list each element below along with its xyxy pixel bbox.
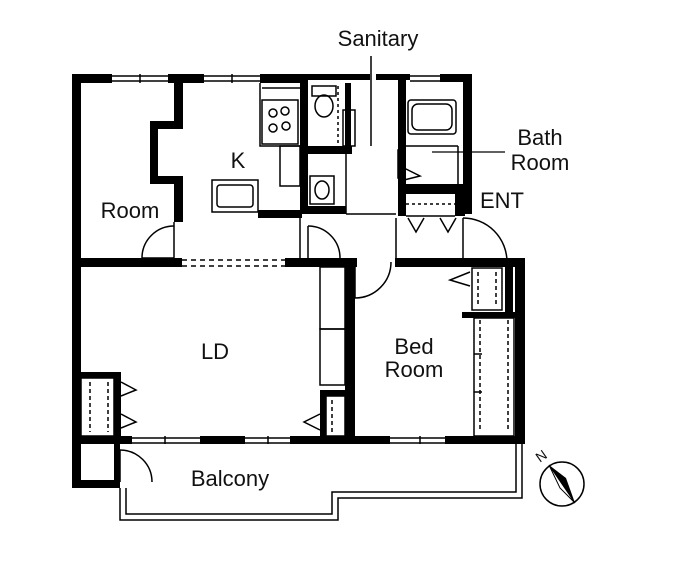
label-bath-line1: Bath — [517, 125, 562, 150]
label-bed-line1: Bed — [394, 334, 433, 359]
label-bed-line2: Room — [385, 357, 444, 382]
label-kitchen: K — [231, 148, 246, 173]
label-ld: LD — [201, 339, 229, 364]
label-balcony: Balcony — [191, 466, 269, 491]
label-sanitary: Sanitary — [338, 26, 419, 51]
label-ent: ENT — [480, 188, 524, 213]
label-room: Room — [101, 198, 160, 223]
compass-icon: N — [532, 446, 585, 507]
interior-lines — [80, 56, 523, 521]
compass-north-label: N — [532, 446, 549, 465]
windows — [112, 74, 445, 444]
walls — [72, 74, 525, 488]
label-bath-line2: Room — [511, 150, 570, 175]
